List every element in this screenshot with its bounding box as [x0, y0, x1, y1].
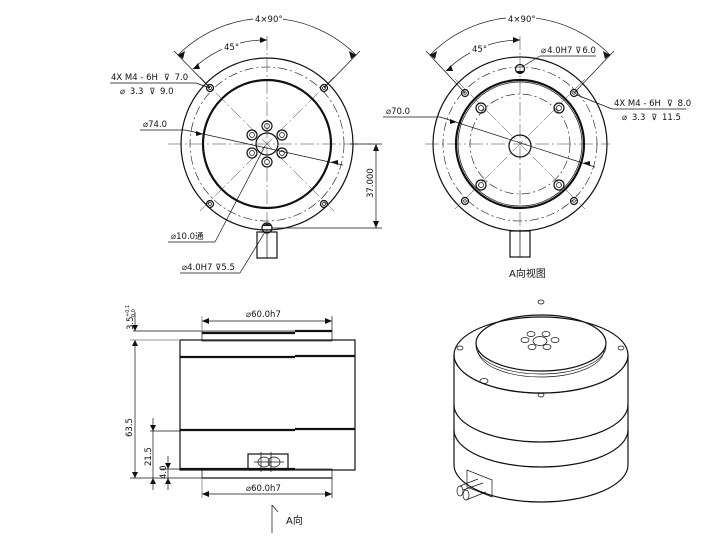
through-hole-label: ⌀10.0通 — [171, 231, 204, 242]
lower-dim-label: 21.5 — [144, 447, 154, 466]
side-view: ⌀60.0h7 ⌀60.0h7 3.5 +0.1 0.0 63.5 21.5 — [125, 305, 356, 533]
center-bolt-pattern — [246, 120, 288, 168]
view-a-caption: A向视图 — [509, 267, 546, 280]
bottom-diameter-label: ⌀60.0h7 — [246, 484, 281, 494]
front-view-1: 4×90° 45° 4X M4 - 6H ⊽ 7.0 ⌀ 3.3 ⊽ 9.0 ⌀… — [110, 13, 382, 274]
step-dim-label: 3.5 — [126, 316, 136, 330]
isometric-view — [453, 299, 629, 503]
angle-total-label-2: 4×90° — [508, 15, 536, 25]
drill-note-2: ⌀ 3.3 ⊽ 11.5 — [622, 113, 681, 123]
top-diameter-label: ⌀60.0h7 — [246, 310, 281, 320]
tol-lower-label: 0.0 — [131, 309, 137, 317]
angle-half-label-2: 45° — [472, 45, 487, 55]
bolt-hole — [319, 199, 329, 209]
bolt-hole — [205, 199, 215, 209]
height-dim-label: 37.000 — [366, 168, 376, 198]
thread-note: 4X M4 - 6H ⊽ 7.0 — [111, 73, 188, 83]
diameter-70-label: ⌀70.0 — [386, 107, 410, 117]
angle-total-label: 4×90° — [255, 15, 283, 25]
pin-hole-label-2: ⌀4.0H7 ⊽6.0 — [541, 46, 596, 56]
base-dim-label: 4.0 — [159, 465, 169, 479]
front-view-2: 4×90° 45° ⌀4.0H7 ⊽6.0 ⌀70.0 4X M4 - 6H ⊽… — [383, 13, 691, 280]
bolt-hole — [205, 83, 215, 93]
bolt-hole — [319, 83, 329, 93]
angle-half-label: 45° — [224, 43, 239, 53]
drill-note: ⌀ 3.3 ⊽ 9.0 — [120, 87, 174, 97]
thread-note-2: 4X M4 - 6H ⊽ 8.0 — [614, 99, 691, 109]
view-a-arrow-label: A向 — [286, 514, 303, 527]
pin-hole-label: ⌀4.0H7 ⊽5.5 — [182, 263, 235, 273]
tol-upper-label: +0.1 — [125, 305, 131, 317]
diameter-74-label: ⌀74.0 — [143, 120, 167, 130]
total-height-label: 63.5 — [125, 418, 135, 437]
